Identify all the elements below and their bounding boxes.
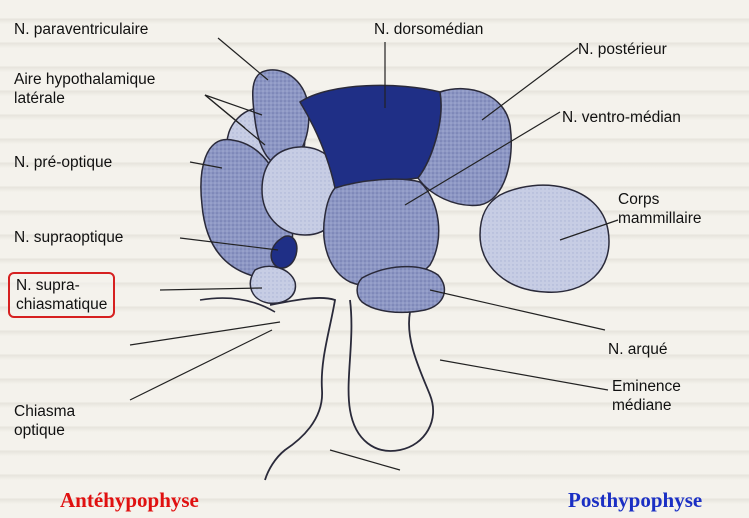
label-eminence-mediane: Eminence médiane — [612, 377, 681, 415]
label-posterieur: N. postérieur — [578, 40, 667, 59]
arque-region — [357, 267, 444, 313]
label-corps-mammillaire: Corps mammillaire — [618, 190, 702, 228]
label-dorsomedian: N. dorsomédian — [374, 20, 483, 39]
label-pre-optique: N. pré-optique — [14, 153, 112, 172]
caption-antehypophyse: Antéhypophyse — [60, 488, 199, 513]
label-arque: N. arqué — [608, 340, 667, 359]
label-paraventriculaire: N. paraventriculaire — [14, 20, 148, 39]
label-supraoptique: N. supraoptique — [14, 228, 123, 247]
caption-posthypophyse: Posthypophyse — [568, 488, 702, 513]
label-chiasma-optique: Chiasma optique — [14, 402, 75, 440]
label-aire-hypothalamique: Aire hypothalamique latérale — [14, 70, 155, 108]
anterior-outline — [265, 298, 335, 480]
stalk-outline — [349, 300, 434, 451]
label-ventro-median: N. ventro-médian — [562, 108, 681, 127]
corps-mammillaire-region — [480, 185, 609, 292]
suprachiasmatique-region — [250, 266, 295, 303]
label-suprachiasmatique: N. supra- chiasmatique — [8, 272, 115, 318]
